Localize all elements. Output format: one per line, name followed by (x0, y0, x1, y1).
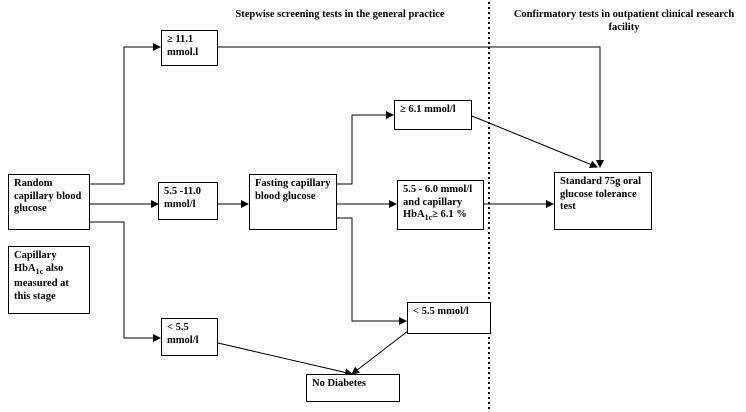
arrow-random-to-low (89, 221, 161, 342)
box-no-diabetes: No Diabetes (306, 374, 400, 402)
arrow-fasting-to-low (336, 217, 407, 325)
arrow-ge61-to-ogtt (471, 115, 598, 169)
arrow-fasting-to-ge61 (336, 111, 394, 185)
box-range-5-5-11: 5.5 -11.0 mmol/l (158, 182, 218, 220)
capillary-note-pre: Capillary HbA (14, 250, 57, 274)
box-fasting-glucose: Fasting capillary blood glucose (249, 174, 337, 230)
box-ogtt: Standard 75g oral glucose tolerance test (554, 172, 652, 230)
range-note-pre: 5.5 - 6.0 mmol/l and capillary HbA (403, 184, 473, 220)
capillary-note-sub: 1c (35, 266, 44, 276)
arrow-lowright-to-nodiabetes (351, 330, 409, 375)
arrow-high-to-ogtt (218, 46, 604, 168)
box-random-glucose: Random capillary blood glucose (8, 174, 90, 230)
header-outpatient-facility: Confirmatory tests in outpatient clinica… (513, 9, 735, 33)
range-note-post: ≥ 6.1 % (432, 209, 467, 220)
box-ge-11-1: ≥ 11.1 mmol.l (161, 30, 218, 66)
box-lt-5-5-right: < 5.5 mmol/l (407, 302, 491, 334)
box-lt-5-5-left: < 5.5 mmol/l (161, 318, 218, 356)
arrow-random-to-high (89, 43, 161, 185)
arrow-lowleft-to-nodiabetes (217, 342, 353, 377)
header-general-practice: Stepwise screening tests in the general … (235, 9, 445, 20)
box-capillary-hba1c-note: Capillary HbA1c also measured at this st… (8, 246, 90, 314)
range-note-sub: 1c (424, 213, 433, 222)
capillary-note-post: also measured at this stage (14, 262, 69, 302)
box-ge-6-1: ≥ 6.1 mmol/l (394, 100, 472, 130)
box-range-5-5-6: 5.5 - 6.0 mmol/l and capillary HbA1c≥ 6.… (397, 180, 484, 230)
